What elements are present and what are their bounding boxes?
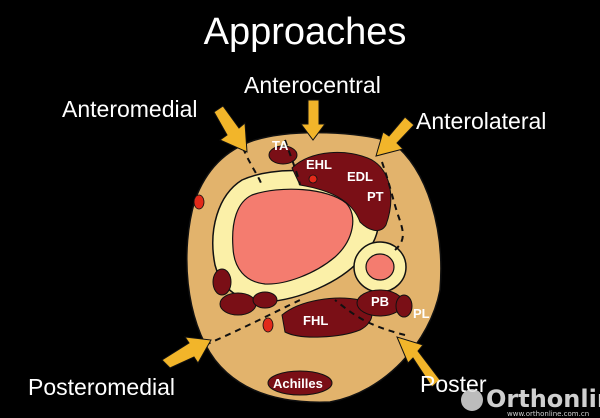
label-ehl: EHL xyxy=(306,157,332,172)
fibula xyxy=(353,241,407,293)
vessels xyxy=(193,174,318,333)
label-ta: TA xyxy=(272,138,289,153)
muscle-medial-1 xyxy=(212,268,232,296)
muscle-pl xyxy=(395,294,413,318)
muscle-medial-3 xyxy=(252,291,278,309)
path-posterolateral xyxy=(334,299,406,336)
leg-cross-section: TA EHL EDL PT PB PL FHL Achilles xyxy=(186,131,442,403)
label-anteromedial: Anteromedial xyxy=(62,96,198,122)
label-posteromedial: Posteromedial xyxy=(28,374,175,400)
approach-paths xyxy=(204,139,406,346)
label-anterolateral: Anterolateral xyxy=(416,108,546,134)
muscle-achilles xyxy=(267,370,333,396)
path-anterocentral xyxy=(284,139,301,186)
approach-arrows xyxy=(161,99,441,388)
page-title: Approaches xyxy=(204,11,407,53)
arrow-anterocentral xyxy=(300,99,326,141)
watermark-logo-icon xyxy=(461,389,483,411)
arrow-posterolateral xyxy=(396,336,441,388)
arrow-anterolateral xyxy=(375,116,415,157)
label-pl: PL xyxy=(413,306,430,321)
path-anterolateral xyxy=(381,161,404,251)
watermark-url: www.orthonline.com.cn xyxy=(507,410,589,418)
watermark-brand: Orthonline xyxy=(486,385,600,413)
label-pt: PT xyxy=(367,189,384,204)
path-anteromedial xyxy=(242,147,263,187)
label-achilles: Achilles xyxy=(273,376,323,391)
vessel-anterior xyxy=(308,174,318,184)
arrow-posteromedial xyxy=(161,336,212,369)
muscles xyxy=(212,145,413,396)
fibula-marrow xyxy=(365,253,395,281)
arrow-anteromedial xyxy=(213,105,248,153)
muscle-ta xyxy=(268,145,298,165)
label-anterocentral: Anterocentral xyxy=(244,72,381,98)
muscle-anterior-compartment xyxy=(291,151,392,232)
vessel-posterior xyxy=(262,317,274,333)
label-fhl: FHL xyxy=(303,313,328,328)
vessel-medial xyxy=(193,194,205,210)
muscle-medial-2 xyxy=(219,292,257,316)
tibia-marrow xyxy=(232,188,354,285)
path-posteromedial xyxy=(204,299,301,346)
label-pb: PB xyxy=(371,294,389,309)
label-edl: EDL xyxy=(347,169,373,184)
watermark: Orthonline www.orthonline.com.cn xyxy=(461,385,600,418)
